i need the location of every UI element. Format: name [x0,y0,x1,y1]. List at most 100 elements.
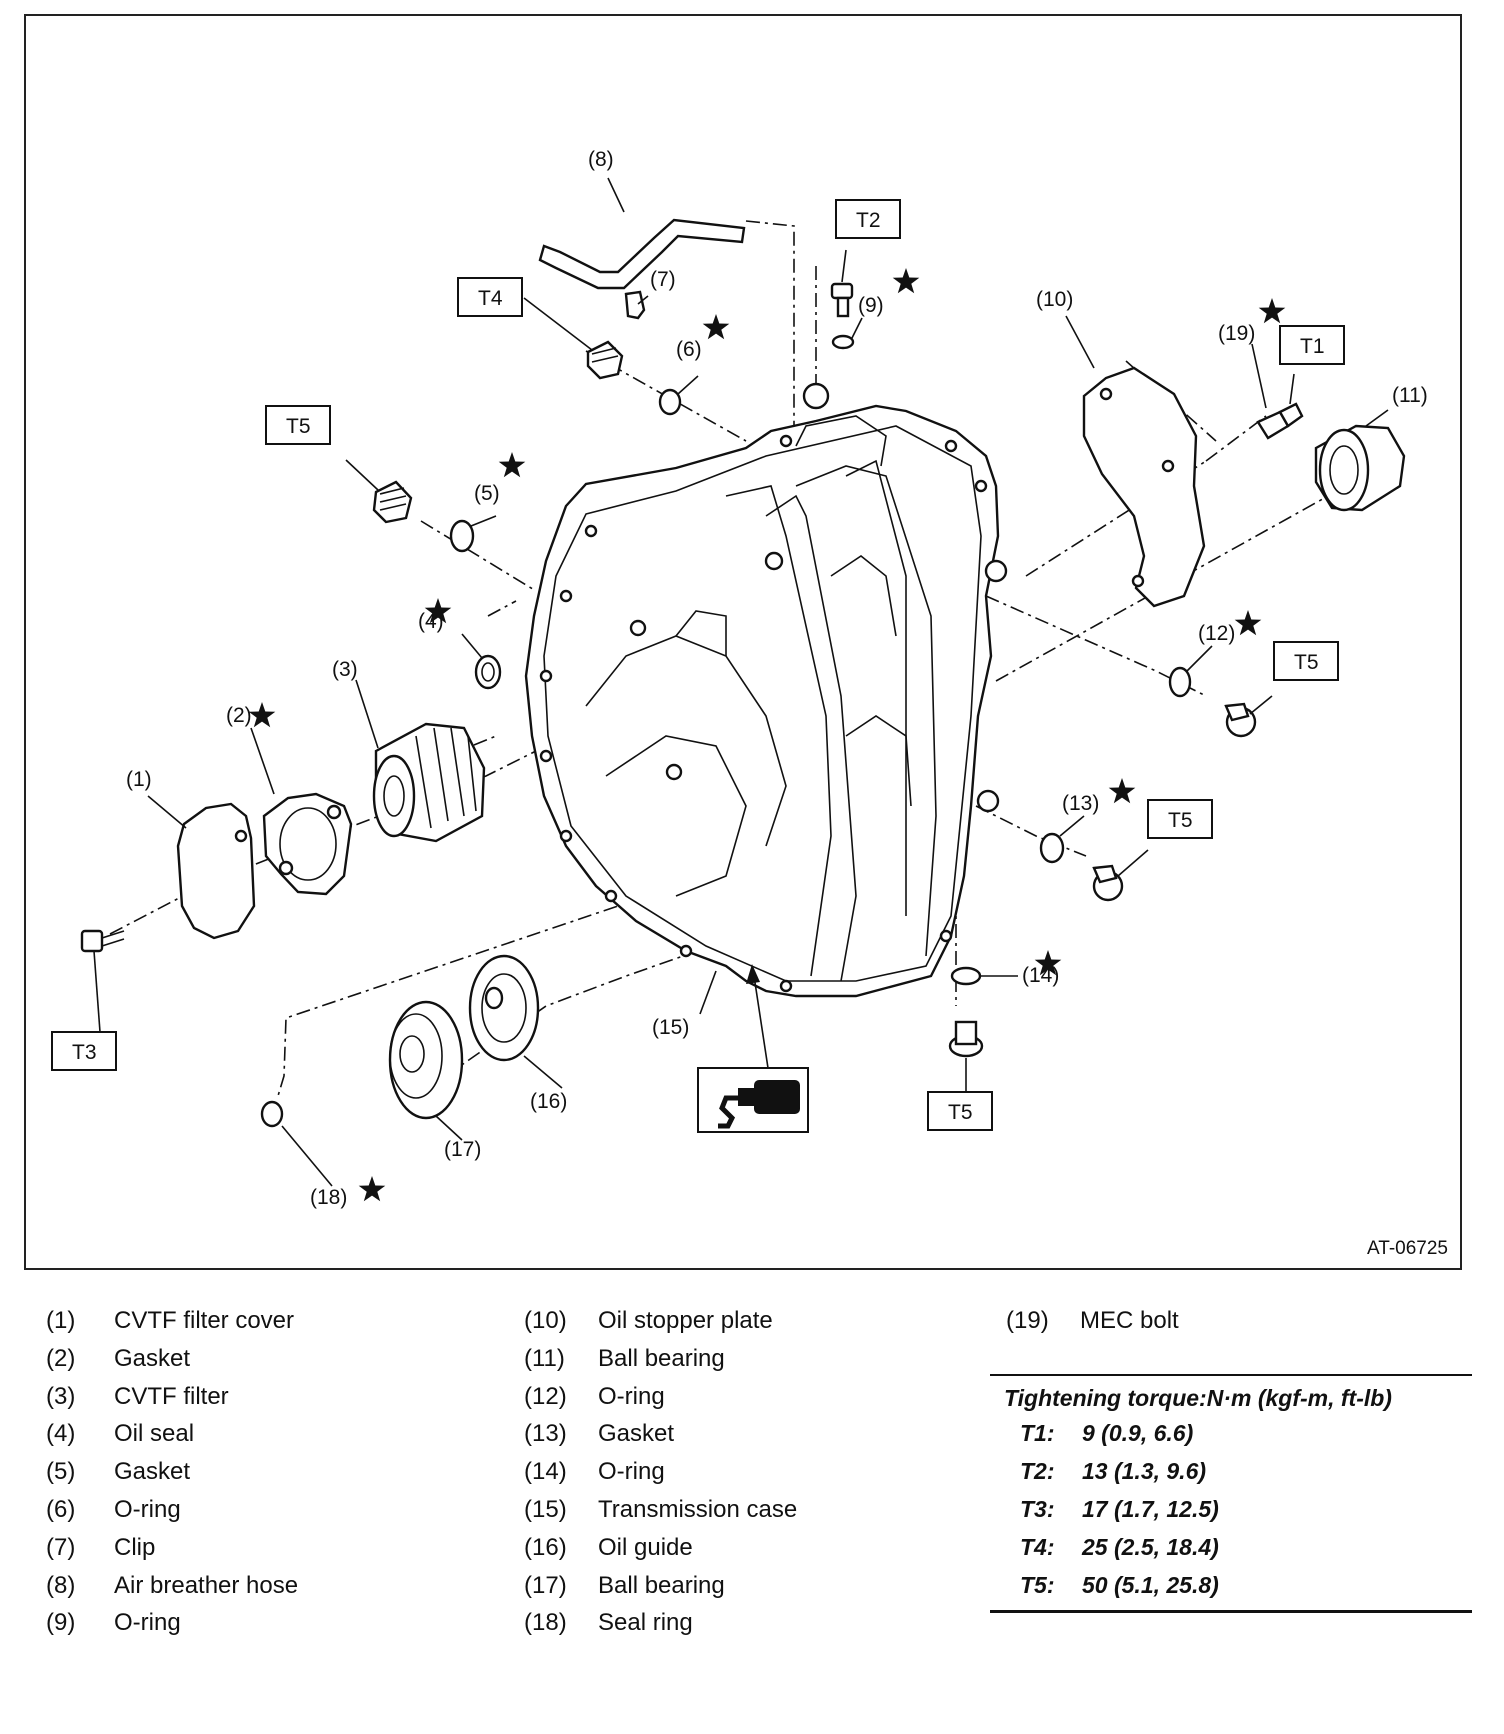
exploded-view-drawing: (1) (2) (3) (4) (5) (6) (7) (8) (9) (10)… [51,148,1428,1209]
torque-box-t4: T4 [478,287,503,310]
oil-stopper-plate [1082,366,1206,608]
clip [624,290,646,320]
legend-item: (19)MEC bolt [1006,1302,1179,1340]
legend-item-name: Gasket [114,1458,191,1486]
legend-item-name: Gasket [598,1420,675,1448]
legend-item-number: (1) [46,1307,76,1334]
torque-code: T1: [1020,1420,1055,1446]
callout-numbers: (1) (2) (3) (4) (5) (6) (7) (8) (9) (10)… [126,148,1428,1209]
callout-5: (5) [474,482,500,505]
legend-item-number: (5) [46,1458,76,1486]
torque-code: T4: [1020,1534,1055,1560]
legend-item: (7) Clip [46,1529,298,1567]
legend-item-number: (7) [46,1533,76,1561]
legend-item-name: Oil guide [598,1533,693,1561]
legend-item: (1)CVTF filter cover [46,1302,298,1340]
star-icon [424,598,452,624]
ball-bearing-17 [388,1000,464,1120]
plug-t5-upper [372,480,413,524]
legend-item: (14) O-ring [524,1453,797,1491]
torque-table: Tightening torque:N·m (kgf-m, ft-lb) T1:… [990,1374,1472,1613]
star-icon [248,702,276,728]
mec-bolt [1256,402,1304,440]
legend-column-1: (1)CVTF filter cover(2)Gasket(3)CVTF fil… [46,1302,298,1642]
legend-item-number: (15) [524,1495,567,1523]
plug-t5-mid [1092,864,1124,902]
replace-stars [248,268,1286,1202]
exploded-diagram: (1) (2) (3) (4) (5) (6) (7) (8) (9) (10)… [24,14,1462,1270]
legend-item-name: Air breather hose [114,1571,299,1599]
legend-item-name: Transmission case [598,1495,798,1523]
filter-cover-bolt [80,929,125,953]
legend-item-number: (18) [524,1609,567,1637]
torque-code: T3: [1020,1496,1055,1522]
legend-item-number: (11) [524,1344,565,1372]
callout-6: (6) [676,338,702,361]
star-icon [892,268,920,294]
legend-item-number: (3) [46,1382,76,1410]
torque-code: T2: [1020,1458,1055,1484]
transmission-case [524,382,1008,998]
legend-item: (2)Gasket [46,1340,298,1378]
legend-item-number: (16) [524,1533,567,1561]
bolt-t2 [830,282,854,318]
torque-table-rows: T1:9 (0.9, 6.6)T2:13 (1.3, 9.6)T3:17 (1.… [990,1414,1472,1604]
callout-7: (7) [650,268,676,291]
callout-16: (16) [530,1090,567,1113]
legend-item: (12)O-ring [524,1378,797,1416]
oil-guide [468,954,540,1062]
star-icon [358,1176,386,1202]
plug-t5-bottom [948,1020,984,1058]
legend-item: (17)Ball bearing [524,1567,797,1605]
gasket-5 [449,519,475,553]
torque-box-t5-upper: T5 [286,415,311,438]
torque-value: 50 (5.1, 25.8) [1082,1572,1219,1598]
callout-9: (9) [858,294,884,317]
legend-item-name: Ball bearing [598,1344,725,1372]
legend-item: (13) Gasket [524,1415,797,1453]
air-breather-hose [538,218,746,290]
legend-item-name: O-ring [598,1382,665,1410]
callout-19: (19) [1218,322,1255,345]
callout-18: (18) [310,1186,347,1209]
gasket-13 [1039,832,1065,864]
legend-item: (4)Oil seal [46,1415,298,1453]
callout-11: (11) [1392,384,1428,407]
callout-2: (2) [226,704,252,727]
torque-box-t5-bottom: T5 [948,1101,973,1124]
cvtf-filter-cover [176,802,256,940]
callout-8: (8) [588,148,614,171]
ball-bearing-11 [1314,424,1406,512]
legend-item-number: (14) [524,1458,567,1486]
legend-item: (10)Oil stopper plate [524,1302,797,1340]
plug-t5-right [1224,702,1257,738]
callout-3: (3) [332,658,358,681]
torque-table-heading: Tightening torque:N·m (kgf-m, ft-lb) [1004,1385,1392,1411]
torque-boxes: T1 T2 T3 T4 T5 T5 T5 T5 [51,199,1345,1131]
legend-item-name: O-ring [598,1458,665,1486]
torque-row: T5:50 (5.1, 25.8) [990,1566,1472,1604]
callout-13: (13) [1062,792,1099,815]
legend-item-number: (13) [524,1420,567,1448]
legend-item-name: Gasket [114,1344,191,1372]
callout-15: (15) [652,1016,689,1039]
callout-10: (10) [1036,288,1073,311]
star-icon [1034,950,1062,976]
legend-item: (11) Ball bearing [524,1340,797,1378]
torque-value: 25 (2.5, 18.4) [1082,1534,1219,1560]
torque-row: T3:17 (1.7, 12.5) [990,1490,1472,1528]
oil-seal [474,654,502,690]
legend-item-name: Clip [114,1533,156,1561]
legend-item-number: (19) [1006,1307,1049,1334]
o-ring-12 [1168,666,1192,698]
legend-item-number: (10) [524,1307,567,1334]
legend-item: (15) Transmission case [524,1491,797,1529]
torque-box-t5-mid: T5 [1168,809,1193,832]
legend-item-number: (17) [524,1571,567,1599]
plug-t4 [586,340,624,380]
torque-row: T1:9 (0.9, 6.6) [990,1414,1472,1452]
o-ring-14 [950,966,982,986]
gasket-2 [262,792,353,896]
legend-column-3: (19)MEC bolt [1006,1302,1179,1340]
legend-item: (18)Seal ring [524,1604,797,1642]
